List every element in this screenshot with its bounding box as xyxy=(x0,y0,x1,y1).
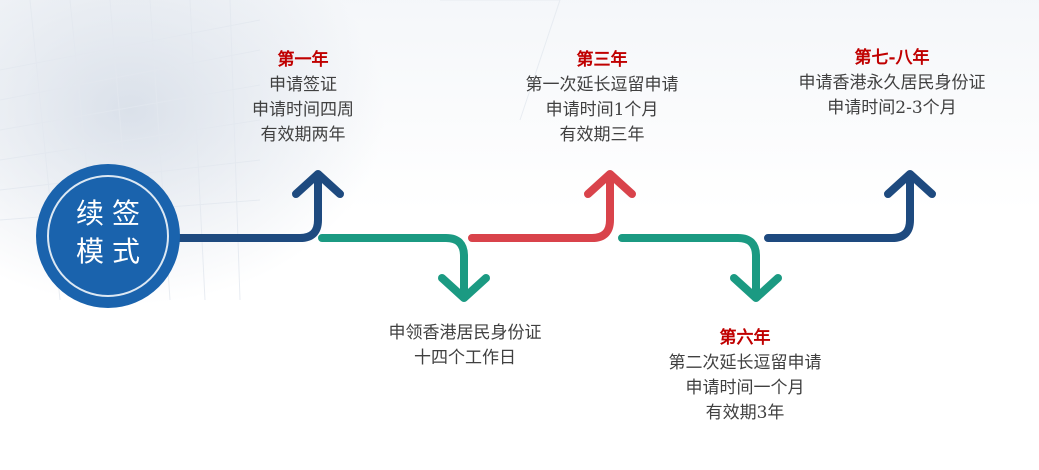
renewal-mode-label: 续签 模式 xyxy=(52,195,172,271)
renewal-mode-line1: 续签 xyxy=(75,197,148,230)
step-year1-line2: 申请时间四周 xyxy=(252,100,354,120)
step-year6-title: 第六年 xyxy=(719,328,771,348)
connector-year7-8 xyxy=(764,176,914,242)
step-year7-8-line1: 申请香港永久居民身份证 xyxy=(798,73,986,93)
renewal-circle xyxy=(36,164,180,308)
renewal-mode-line2: 模式 xyxy=(75,235,148,268)
up-arrow-year7-8-icon xyxy=(884,170,936,198)
connector-year3 xyxy=(468,176,614,242)
connector-year1 xyxy=(161,176,322,242)
down-arrow-id-card-icon xyxy=(438,274,490,302)
step-year6-line3: 有效期3年 xyxy=(705,403,785,423)
connector-year6 xyxy=(618,234,760,296)
step-year3: 第三年 第一次延长逗留申请 申请时间1个月 有效期三年 xyxy=(497,48,707,148)
step-year1: 第一年 申请签证 申请时间四周 有效期两年 xyxy=(228,48,378,148)
step-year6: 第六年 第二次延长逗留申请 申请时间一个月 有效期3年 xyxy=(640,326,850,426)
step-id-card: 申领香港居民身份证 十四个工作日 xyxy=(360,321,570,371)
step-id-card-line1: 申领香港居民身份证 xyxy=(388,323,542,343)
up-arrow-year1-icon xyxy=(292,170,344,198)
step-year1-title: 第一年 xyxy=(277,50,329,70)
step-year1-line1: 申请签证 xyxy=(269,75,337,95)
connector-id-card xyxy=(318,234,468,296)
step-year3-line2: 申请时间1个月 xyxy=(545,100,659,120)
step-year3-title: 第三年 xyxy=(576,50,628,70)
step-year7-8: 第七-八年 申请香港永久居民身份证 申请时间2-3个月 xyxy=(772,46,1012,121)
step-year7-8-line2: 申请时间2-3个月 xyxy=(827,98,957,118)
up-arrow-year3-icon xyxy=(584,170,636,198)
down-arrow-year6-icon xyxy=(730,274,782,302)
step-id-card-line2: 十四个工作日 xyxy=(414,348,516,368)
step-year6-line2: 申请时间一个月 xyxy=(685,378,805,398)
step-year3-line1: 第一次延长逗留申请 xyxy=(525,75,679,95)
step-year1-line3: 有效期两年 xyxy=(260,125,346,145)
step-year7-8-title: 第七-八年 xyxy=(854,48,930,68)
step-year6-line1: 第二次延长逗留申请 xyxy=(668,353,822,373)
renewal-circle-ring xyxy=(47,175,169,297)
step-year3-line3: 有效期三年 xyxy=(559,125,645,145)
